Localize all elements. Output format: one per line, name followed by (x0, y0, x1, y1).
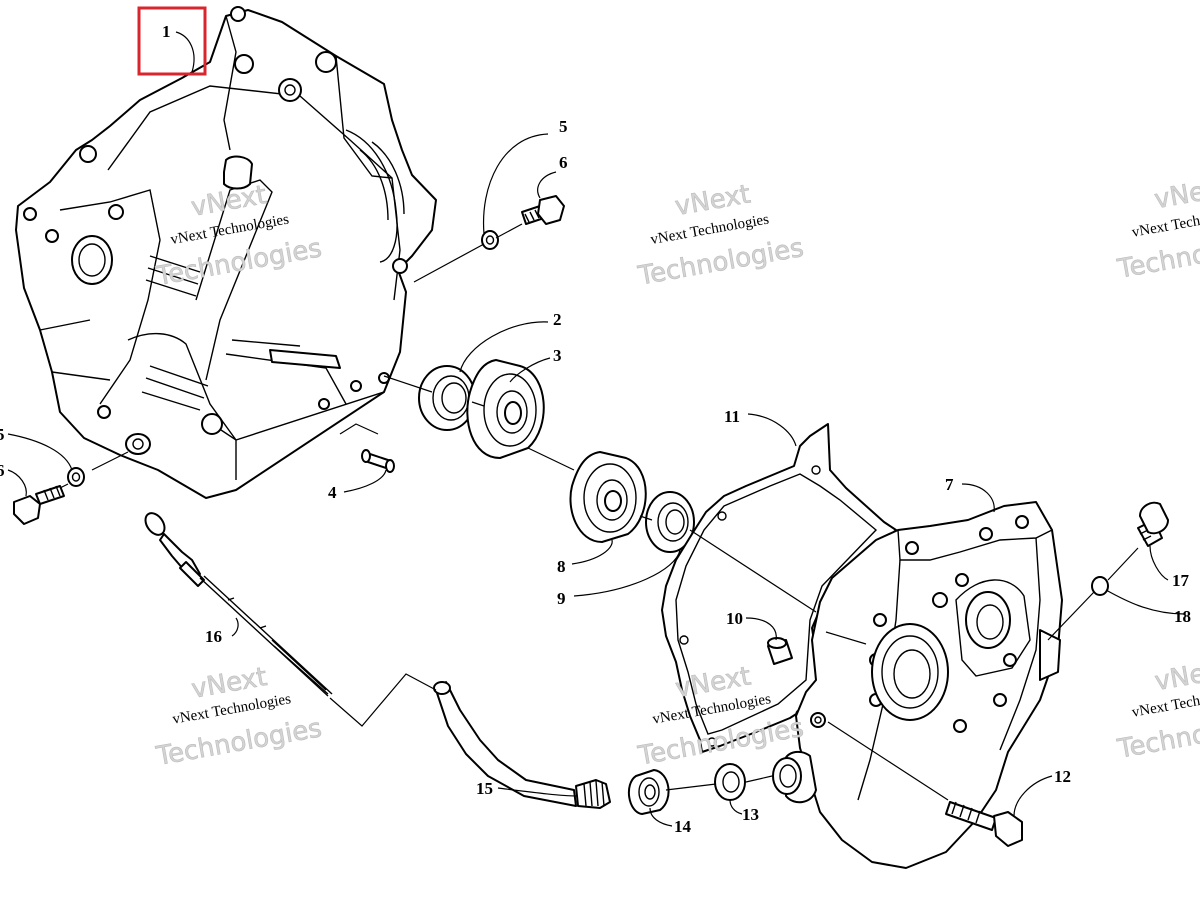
callout-11[interactable]: 11 (724, 407, 740, 426)
selected-callout-highlight (137, 6, 207, 76)
callout-3[interactable]: 3 (553, 346, 562, 365)
ball-bearing-3[interactable] (466, 359, 545, 459)
watermark-top-right: vNext Technologies vNext Technologies (1114, 172, 1200, 285)
callout-7[interactable]: 7 (945, 475, 954, 494)
watermark-bottom-right: vNext Technologies vNext Technologies (1114, 654, 1200, 765)
nut-14[interactable] (627, 769, 670, 815)
oil-seal-2[interactable] (418, 365, 476, 431)
callout-16[interactable]: 16 (205, 627, 222, 646)
svg-text:vNext: vNext (1153, 654, 1200, 697)
callout-6-left[interactable]: 6 (0, 461, 5, 480)
oil-seal-13[interactable] (714, 763, 746, 801)
callout-2[interactable]: 2 (553, 310, 562, 329)
callout-leaders (7, 31, 1185, 827)
bolt-6-left[interactable] (13, 485, 65, 525)
callout-15[interactable]: 15 (476, 779, 493, 798)
callout-9[interactable]: 9 (557, 589, 566, 608)
watermark-top-center: vNext Technologies vNext Technologies (635, 179, 806, 292)
callout-8[interactable]: 8 (557, 557, 566, 576)
callout-5-left[interactable]: 5 (0, 425, 5, 444)
oil-filler-tube-15[interactable] (433, 681, 611, 809)
callout-4[interactable]: 4 (328, 483, 337, 502)
callout-12[interactable]: 12 (1054, 767, 1071, 786)
dowel-pin-10[interactable] (767, 637, 793, 665)
callout-10[interactable]: 10 (726, 609, 743, 628)
washer-5-left[interactable] (67, 467, 85, 487)
center-lines (59, 223, 1139, 801)
dipstick-16[interactable] (142, 510, 333, 697)
washer-5-upper[interactable] (481, 230, 499, 250)
bolt-6-upper[interactable] (521, 195, 565, 225)
callout-13[interactable]: 13 (742, 805, 759, 824)
dowel-pin-4[interactable] (361, 449, 395, 473)
watermark-bottom-left: vNext Technologies vNext Technologies (153, 662, 324, 773)
oil-seal-9[interactable] (645, 491, 695, 553)
drain-plug-17[interactable] (1137, 501, 1169, 547)
callout-1[interactable]: 1 (162, 22, 171, 41)
crankcase-left-half[interactable] (15, 6, 437, 499)
callout-5-upper[interactable]: 5 (559, 117, 568, 136)
flange-bolt-12[interactable] (945, 801, 1023, 847)
callout-17[interactable]: 17 (1172, 571, 1190, 590)
callout-18[interactable]: 18 (1174, 607, 1191, 626)
callout-14[interactable]: 14 (674, 817, 692, 836)
o-ring-18[interactable] (1091, 576, 1109, 596)
crankcase-cover-7[interactable] (772, 501, 1063, 869)
ball-bearing-8[interactable] (569, 451, 647, 543)
callout-labels: 1 5 6 2 3 4 5 6 8 9 10 11 7 12 17 18 16 … (0, 22, 1191, 836)
callout-6-upper[interactable]: 6 (559, 153, 568, 172)
svg-text:vNext: vNext (1152, 172, 1200, 215)
